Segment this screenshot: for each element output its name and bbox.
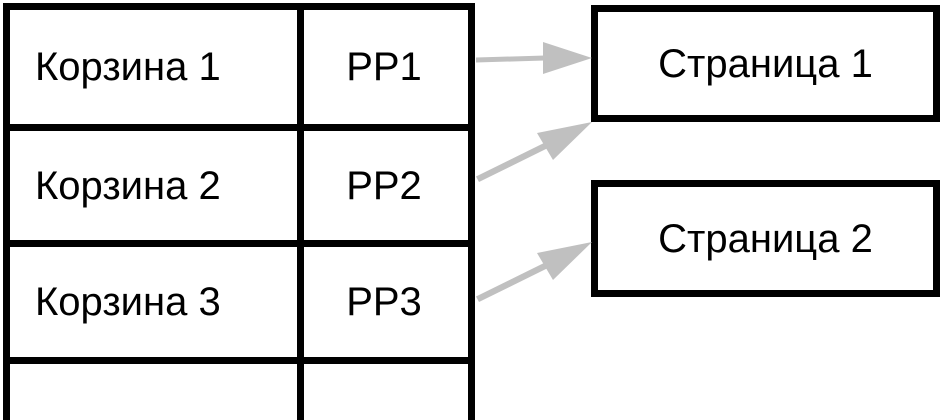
- table-row[interactable]: Корзина 1 PP1: [10, 10, 468, 131]
- basket-code-cell: [304, 364, 468, 420]
- page-box-2-label: Страница 2: [658, 216, 873, 261]
- basket-code-cell: PP1: [346, 45, 422, 89]
- arrow-pp2-to-page1-icon: [476, 122, 592, 182]
- table-row[interactable]: Корзина 2 PP2: [10, 131, 468, 247]
- basket-code-cell: PP3: [346, 280, 422, 324]
- table-row[interactable]: Корзина 3 PP3: [10, 247, 468, 364]
- basket-name-cell: [10, 364, 304, 420]
- basket-name-cell: Корзина 1: [10, 10, 304, 124]
- arrow-pp3-to-page2-icon: [476, 242, 592, 302]
- basket-code-cell: PP2: [346, 163, 422, 208]
- basket-name-cell: Корзина 3: [10, 247, 304, 357]
- page-box-1-label: Страница 1: [658, 41, 873, 86]
- page-box-1[interactable]: Страница 1: [591, 5, 940, 122]
- basket-name-cell: Корзина 2: [10, 131, 304, 240]
- arrow-pp1-to-page1-icon: [476, 42, 592, 74]
- page-box-2[interactable]: Страница 2: [591, 180, 940, 297]
- table-row-empty[interactable]: [10, 364, 468, 420]
- basket-table: Корзина 1 PP1 Корзина 2 PP2 Корзина 3 PP…: [3, 3, 475, 420]
